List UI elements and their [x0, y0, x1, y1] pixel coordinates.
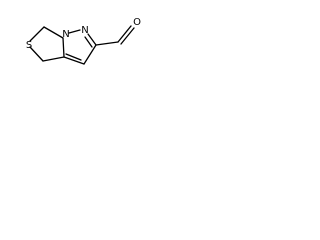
- atom-label-nitrogen-1: N: [62, 29, 69, 40]
- bond-n1-to-n2: [68, 29, 81, 34]
- atom-label-sulfur: S: [26, 40, 32, 51]
- molecule-structure: S N N O: [26, 17, 141, 65]
- bond-c7-to-c3a: [63, 56, 85, 65]
- bond-ch2-top-to-s: [29, 26, 45, 42]
- bond-cho-to-o-double: [120, 27, 135, 45]
- bond-c6-to-cho: [95, 41, 119, 46]
- bond-c7-to-c3a-double: [65, 53, 82, 61]
- bond-ch2-top-to-n1: [43, 26, 64, 39]
- bond-ch2-bottom-to-c3a: [42, 56, 65, 62]
- bond-c6-to-c7: [83, 44, 97, 65]
- bond-s-to-ch2-bottom: [29, 46, 44, 62]
- bond-n2-to-c6-double: [84, 36, 93, 48]
- atom-label-oxygen: O: [133, 17, 141, 28]
- bond-n1-to-c3a: [62, 37, 65, 58]
- bond-n2-to-c6: [87, 33, 97, 46]
- atom-label-nitrogen-2: N: [81, 25, 88, 36]
- bond-cho-to-o: [117, 25, 132, 43]
